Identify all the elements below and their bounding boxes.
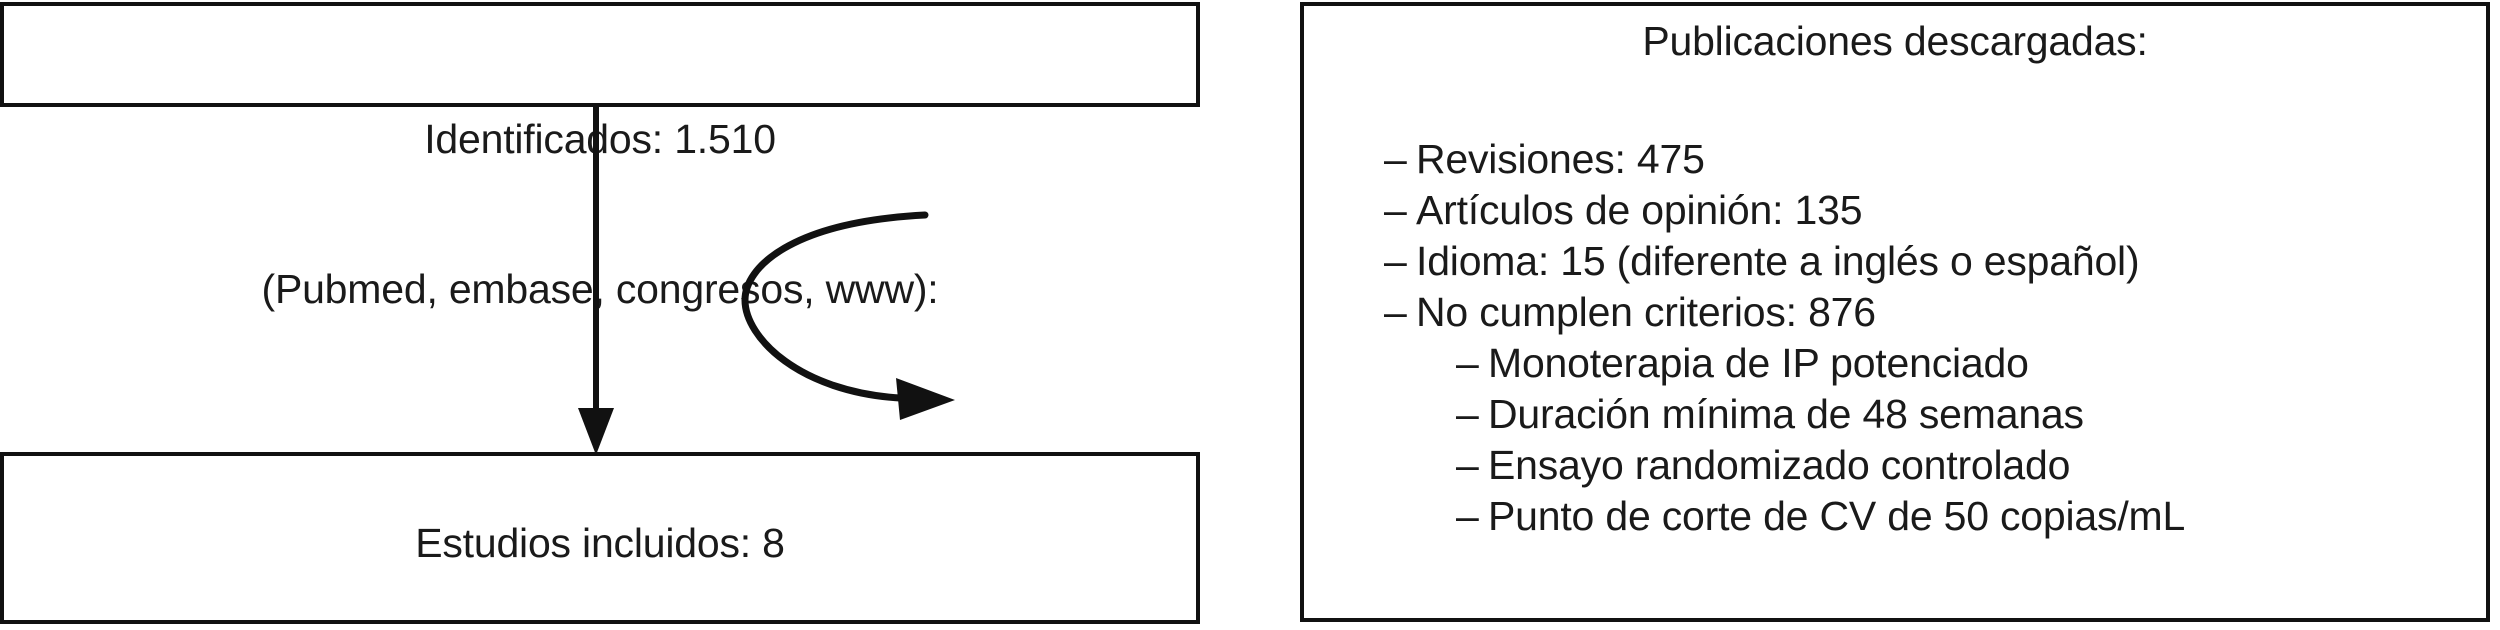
exclusion-list-item: –Monoterapia de IP potenciado [1384, 338, 2474, 389]
box-included-studies: Estudios incluidos: 8 [0, 452, 1200, 624]
exclusion-list-item: –No cumplen criterios: 876 [1384, 287, 2474, 338]
identified-line-1: Identificados: 1.510 [424, 116, 776, 162]
exclusion-list-item: –Punto de corte de CV de 50 copias/mL [1384, 491, 2474, 542]
exclusion-list-item-label: Revisiones: 475 [1416, 136, 1705, 182]
exclusion-list-item: –Duración mínima de 48 semanas [1384, 389, 2474, 440]
exclusion-list-item-label: Idioma: 15 (diferente a inglés o español… [1416, 238, 2140, 284]
exclusion-list-item-label: Monoterapia de IP potenciado [1488, 340, 2029, 386]
bullet-dash-icon: – [1456, 493, 1479, 539]
bullet-dash-icon: – [1384, 238, 1407, 284]
exclusion-list-item: –Ensayo randomizado controlado [1384, 440, 2474, 491]
bullet-dash-icon: – [1456, 391, 1479, 437]
included-studies-text: Estudios incluidos: 8 [415, 520, 785, 566]
box-identified-records: Identificados: 1.510 (Pubmed, embase, co… [0, 2, 1200, 312]
exclusion-list-item: –Idioma: 15 (diferente a inglés o españo… [1384, 236, 2474, 287]
bullet-dash-icon: – [1456, 340, 1479, 386]
downloaded-publications-list: –Revisiones: 475–Artículos de opinión: 1… [1384, 134, 2474, 542]
identified-line-2: (Pubmed, embase, congresos, www): [261, 266, 939, 312]
bullet-dash-icon: – [1384, 136, 1407, 182]
exclusion-list-item-label: Ensayo randomizado controlado [1488, 442, 2071, 488]
exclusion-list-item: –Artículos de opinión: 135 [1384, 185, 2474, 236]
bullet-dash-icon: – [1456, 442, 1479, 488]
bullet-dash-icon: – [1384, 187, 1407, 233]
bullet-dash-icon: – [1384, 289, 1407, 335]
exclusion-list-item: –Revisiones: 475 [1384, 134, 2474, 185]
exclusion-list-item-label: Duración mínima de 48 semanas [1488, 391, 2084, 437]
exclusion-list-item-label: Artículos de opinión: 135 [1416, 187, 1863, 233]
exclusion-list-item-label: Punto de corte de CV de 50 copias/mL [1488, 493, 2186, 539]
box-downloaded-publications: Publicaciones descargadas: –Revisiones: … [1300, 2, 2490, 622]
downloaded-publications-title: Publicaciones descargadas: [1642, 18, 2148, 64]
identified-records-text: Identificados: 1.510 (Pubmed, embase, co… [4, 14, 1196, 414]
exclusion-list-item-label: No cumplen criterios: 876 [1416, 289, 1876, 335]
